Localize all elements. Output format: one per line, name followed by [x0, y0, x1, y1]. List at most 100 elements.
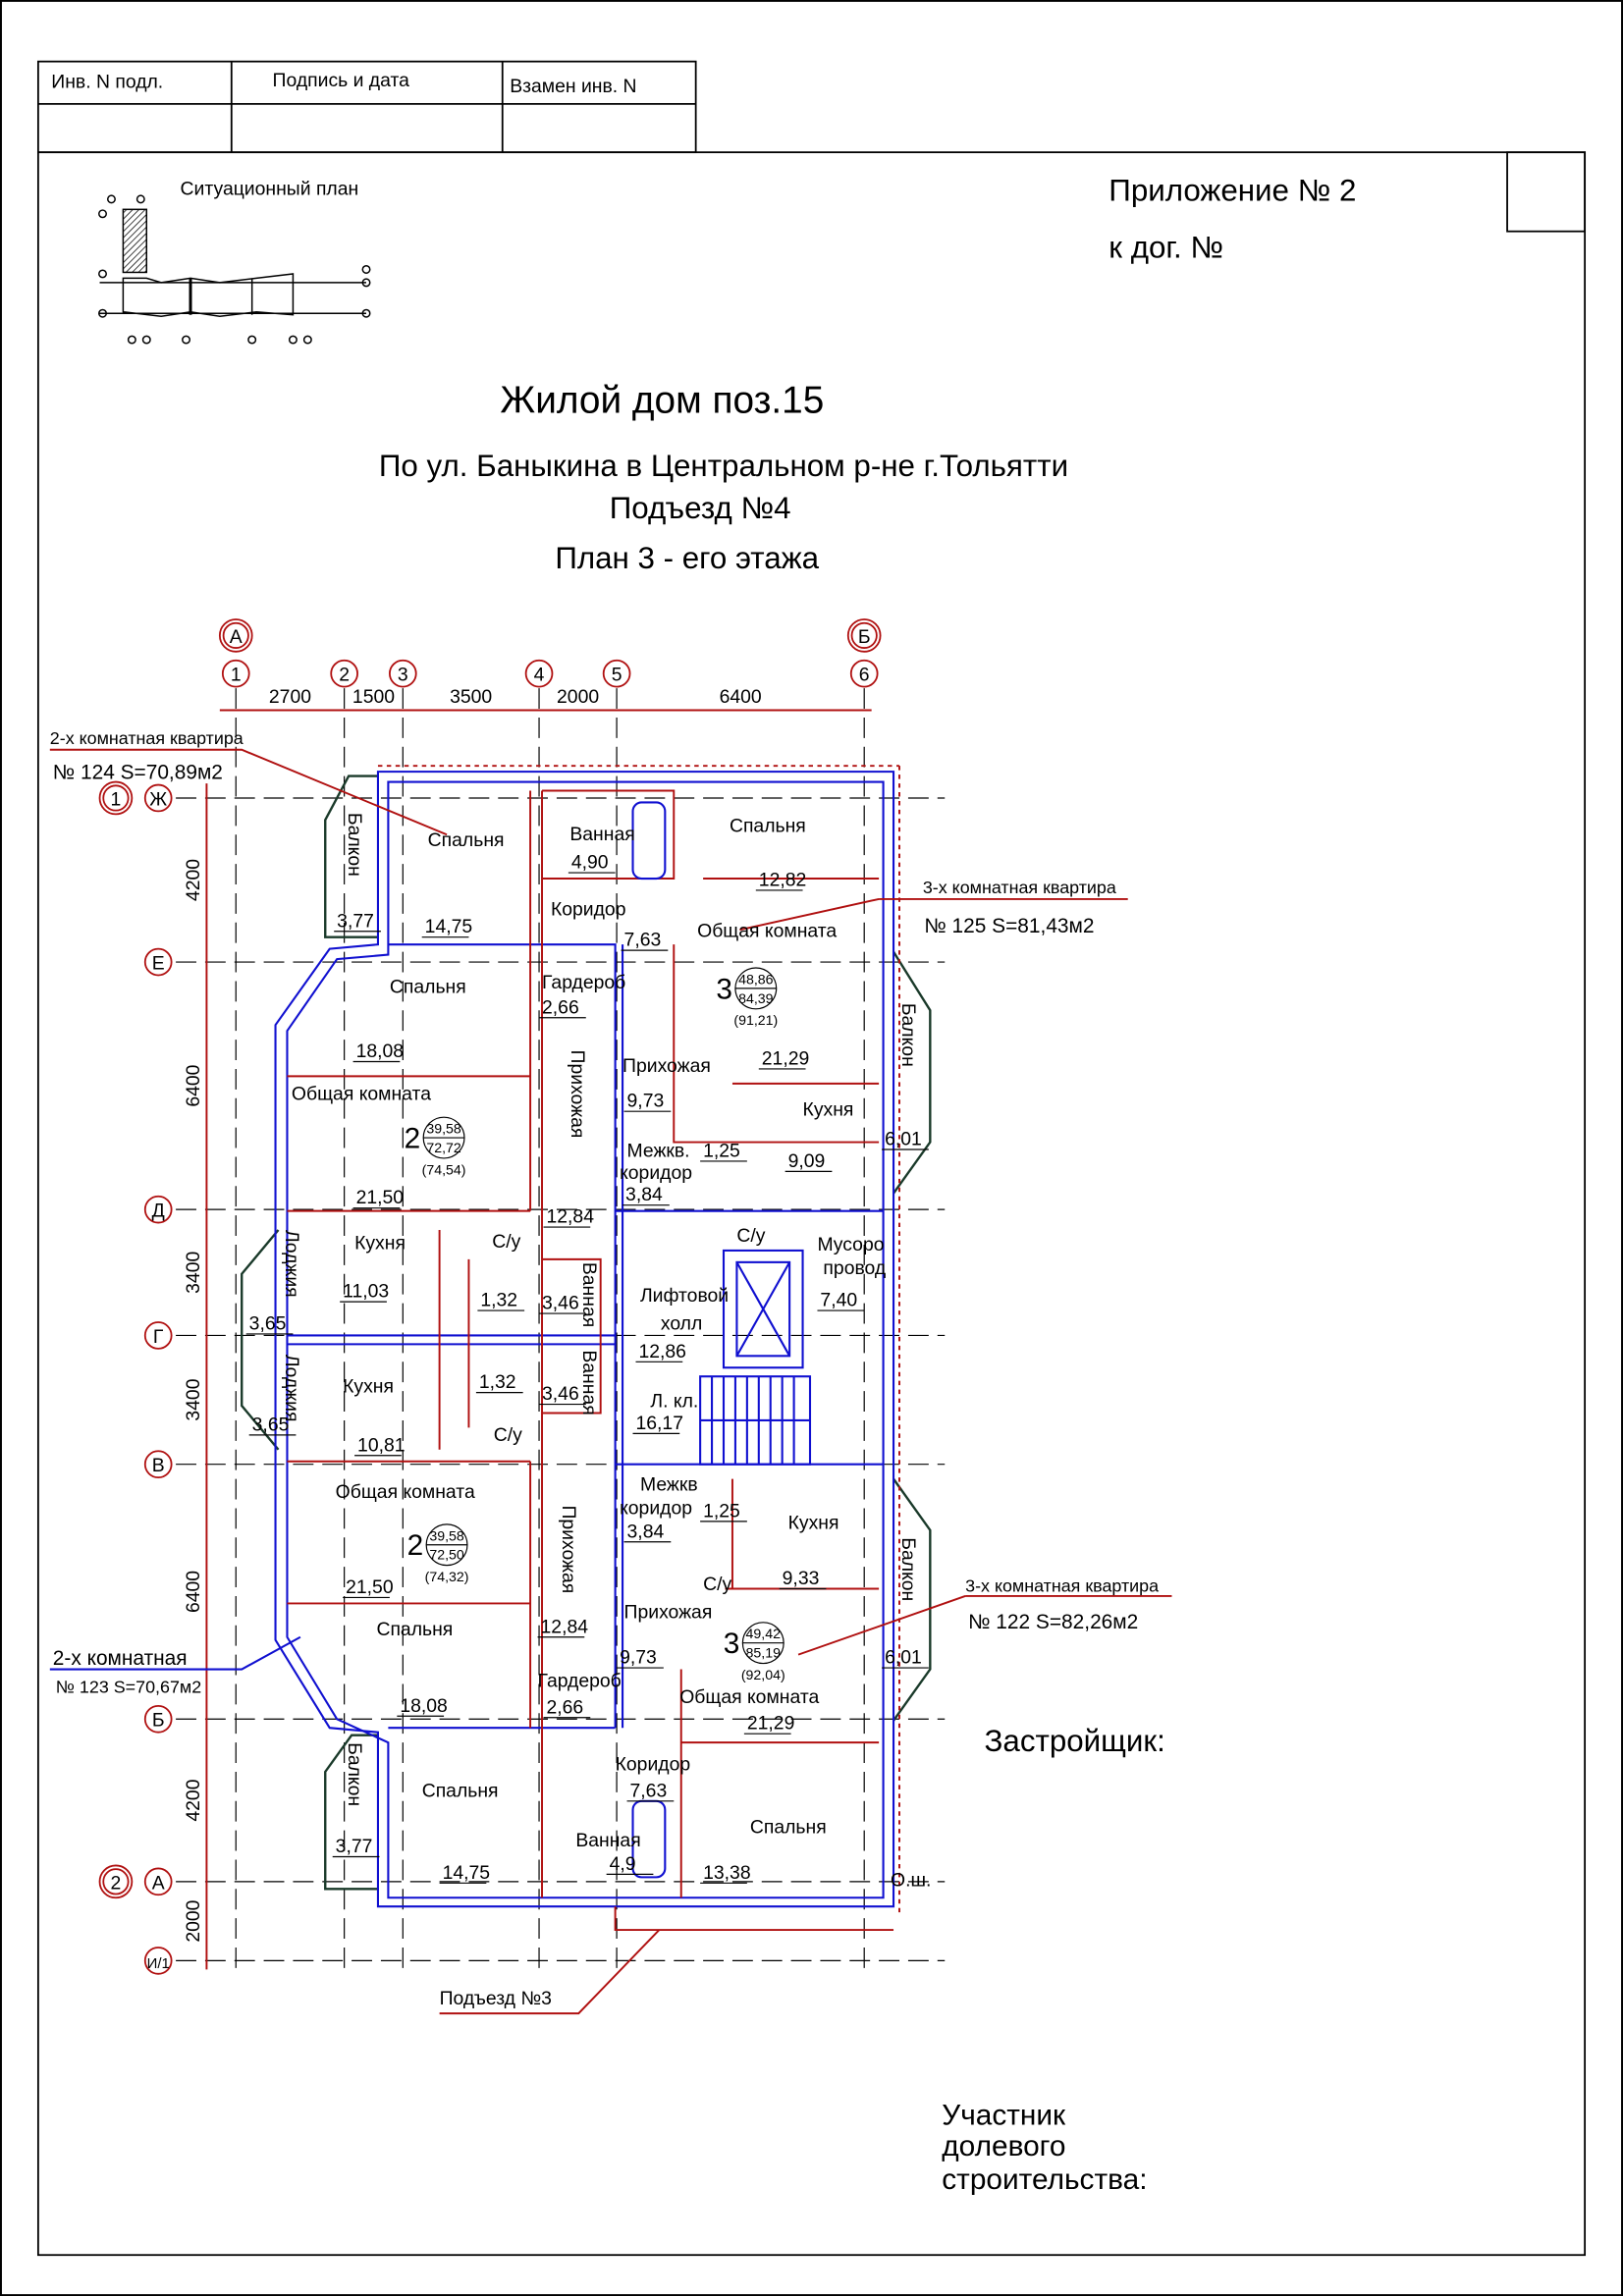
room-area-label: 3,84 — [627, 1521, 665, 1542]
room-name-label: С/у — [494, 1424, 522, 1446]
building-walls — [241, 765, 932, 1932]
room-area-label: 21,29 — [747, 1713, 794, 1735]
room-name-label: Прихожая — [558, 1505, 579, 1593]
row-group-label: 1 — [111, 788, 122, 810]
row-axis-label: И/1 — [147, 1956, 170, 1972]
room-name-label: Гардероб — [542, 972, 625, 993]
badge-total-area: 72,72 — [426, 1141, 461, 1156]
inner-frame — [36, 151, 1587, 2257]
axis-group-marker — [850, 621, 878, 649]
room-name-label: Коридор — [616, 1753, 691, 1775]
span-dimension-label: 1500 — [352, 686, 395, 708]
row-axis-label: Г — [153, 1326, 164, 1348]
room-name-label: Кухня — [803, 1099, 854, 1121]
column-axis-marker — [849, 659, 879, 688]
leader-lines — [49, 748, 1172, 2015]
row-axis-marker — [143, 1867, 173, 1896]
room-area-label: 3,77 — [336, 1836, 373, 1857]
span-dimension-label: 3500 — [450, 686, 492, 708]
badge-area-with-balcony: (74,54) — [422, 1162, 466, 1178]
badge-area-with-balcony: (92,04) — [741, 1668, 785, 1683]
span-dimension-label: 2700 — [269, 686, 311, 708]
room-area-label: 3,65 — [249, 1312, 287, 1334]
row-axis-label: Ж — [149, 788, 167, 810]
room-name-label: Прихожая — [622, 1055, 711, 1077]
room-name-label: Общая комната — [697, 921, 837, 942]
site-plan-sketch — [98, 194, 371, 345]
room-name-label: Межкв. — [627, 1140, 690, 1161]
row-axis-marker — [143, 1321, 173, 1350]
apartment-122-type: 3-х комнатная квартира — [965, 1575, 1159, 1595]
row-span-dimension-label: 3400 — [183, 1378, 204, 1420]
row-span-dimension-label: 4200 — [183, 1779, 204, 1821]
room-area-label: 18,08 — [400, 1695, 447, 1717]
column-axis-label: 2 — [339, 665, 350, 686]
row-axis-marker — [143, 1947, 173, 1975]
row-axis-label: В — [152, 1455, 165, 1476]
row-axis-marker — [143, 947, 173, 977]
participant-label-line2: долевого — [942, 2130, 1065, 2163]
column-axis-marker — [330, 659, 358, 688]
row-span-dimension-label: 3400 — [183, 1252, 204, 1294]
apartment-122-info: № 122 S=82,26м2 — [968, 1611, 1138, 1633]
room-name-label: Балкон — [897, 1537, 919, 1601]
badge-total-area: 85,19 — [746, 1646, 782, 1662]
entrance-title: Подъезд №4 — [610, 491, 791, 525]
room-area-label: 6,01 — [885, 1647, 922, 1669]
axis-group-label: А — [230, 626, 243, 648]
room-name-label: Л. кл. — [650, 1391, 698, 1413]
room-name-label: Мусоро — [817, 1234, 884, 1255]
room-area-label: 1,32 — [480, 1290, 517, 1311]
room-area-label: 21,29 — [762, 1047, 810, 1069]
column-axis-marker — [221, 659, 250, 688]
column-axis-marker — [602, 659, 631, 688]
room-name-label: Межкв — [640, 1474, 698, 1496]
room-name-label: Спальня — [376, 1619, 453, 1640]
row-axis-label: Б — [152, 1710, 165, 1732]
room-area-label: 13,38 — [703, 1862, 750, 1884]
room-name-label: Кухня — [354, 1232, 406, 1254]
room-area-label: 21,50 — [346, 1576, 394, 1598]
badge-area-with-balcony: (74,32) — [425, 1570, 469, 1585]
room-name-label: С/у — [492, 1231, 520, 1253]
address-title: По ул. Баныкина в Центральном р-не г.Тол… — [379, 449, 1068, 483]
participant-label-line3: строительства: — [942, 2163, 1147, 2196]
room-name-label: Ванная — [569, 824, 634, 845]
room-name-label: Балкон — [344, 1742, 365, 1806]
room-name-label: Спальня — [428, 829, 505, 851]
room-name-label: Балкон — [897, 1003, 919, 1067]
site-plan-label: Ситуационный план — [181, 178, 359, 199]
room-area-label: 2,66 — [542, 996, 579, 1018]
floor-plan-title: План 3 - его этажа — [555, 541, 819, 575]
room-name-label: Спальня — [422, 1780, 499, 1801]
room-name-label: Спальня — [730, 815, 806, 836]
column-axis-label: 4 — [534, 665, 545, 686]
contract-number-label: к дог. № — [1109, 231, 1223, 265]
room-area-label: 16,17 — [635, 1413, 683, 1434]
room-name-label: Спальня — [750, 1817, 827, 1839]
building-title: Жилой дом поз.15 — [500, 380, 824, 422]
room-area-label: 7,63 — [624, 930, 662, 951]
badge-living-area: 49,42 — [746, 1627, 782, 1642]
badge-total-area: 72,50 — [429, 1548, 464, 1564]
room-name-label: Спальня — [390, 976, 466, 997]
row-axis-label: Д — [152, 1201, 165, 1222]
row-span-dimension-label: 2000 — [183, 1899, 204, 1942]
room-area-label: 7,40 — [820, 1290, 857, 1311]
room-area-label: 9,09 — [788, 1150, 826, 1172]
room-name-label: Ванная — [578, 1350, 600, 1415]
row-span-dimension-label: 6400 — [183, 1571, 204, 1613]
column-axis-marker — [388, 659, 417, 688]
room-area-label: 12,84 — [541, 1616, 589, 1637]
apartment-124-type: 2-х комнатная квартира — [50, 728, 243, 748]
badge-living-area: 39,58 — [426, 1122, 461, 1138]
room-area-label: 4,9 — [610, 1853, 636, 1875]
approval-stamp-table: Инв. N подл. Подпись и дата Взамен инв. … — [36, 60, 697, 154]
room-area-label: 3,65 — [252, 1414, 290, 1435]
room-name-label: С/у — [736, 1225, 765, 1247]
row-axis-label: Е — [152, 953, 165, 975]
room-area-label: 3,77 — [337, 910, 374, 932]
room-name-label: Лоджия — [281, 1230, 302, 1298]
